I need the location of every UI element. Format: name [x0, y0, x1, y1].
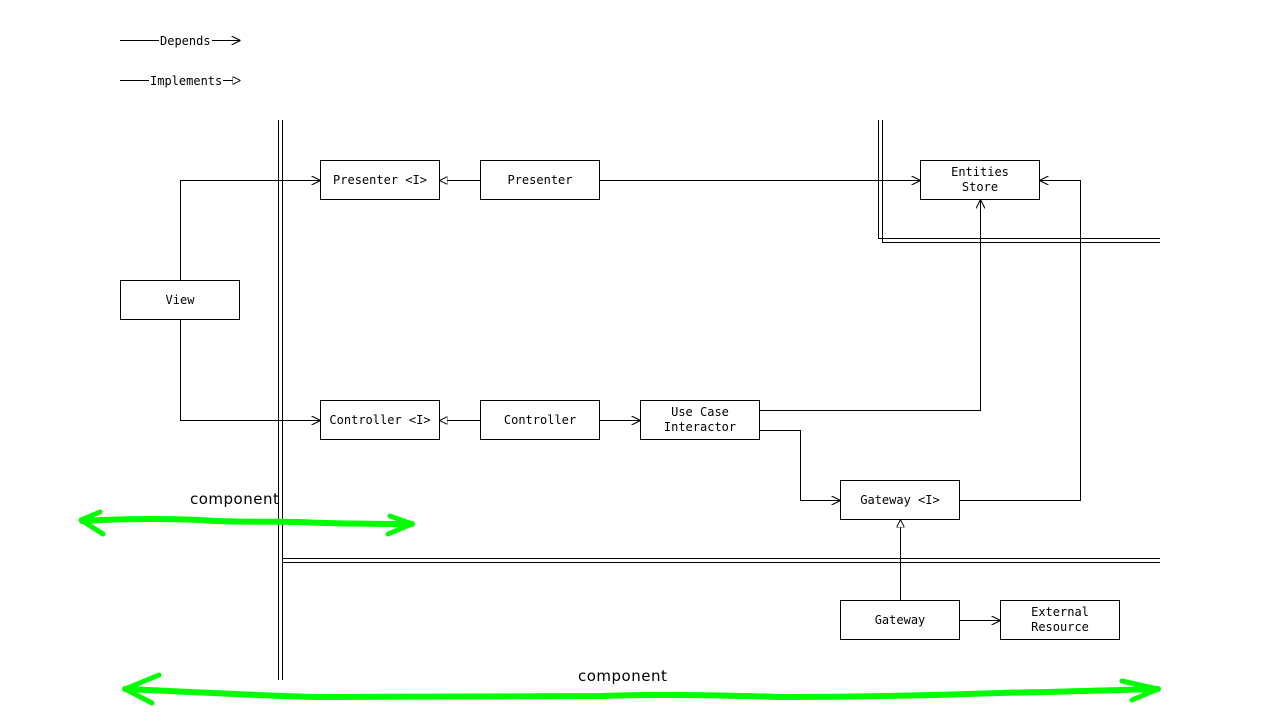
view-to-controller-interface-edge — [180, 320, 321, 421]
view-to-presenter-interface-edge — [180, 181, 321, 280]
controller-interface-node[interactable]: Controller <I> — [320, 400, 440, 440]
gateway-node[interactable]: Gateway — [840, 600, 960, 640]
component-arrow-small — [78, 509, 415, 537]
external-resource-node[interactable]: External Resource — [1000, 600, 1120, 640]
entities-store-node[interactable]: Entities Store — [920, 160, 1040, 200]
connectors — [180, 181, 1081, 621]
legend-depends-label: Depends — [159, 34, 212, 48]
gateway-interface-node[interactable]: Gateway <I> — [840, 480, 960, 520]
view-node[interactable]: View — [120, 280, 240, 320]
presenter-node[interactable]: Presenter — [480, 160, 600, 200]
component-label-small: component — [190, 490, 280, 508]
interactor-to-entities-edge — [760, 200, 981, 411]
component-label-large: component — [578, 667, 668, 685]
gateway-interface-to-entities-edge — [960, 181, 1081, 501]
left-boundary-line — [278, 120, 283, 680]
top-right-boundary-line — [878, 120, 1160, 243]
interactor-to-gateway-interface-edge — [760, 430, 840, 501]
controller-node[interactable]: Controller — [480, 400, 600, 440]
component-arrow-large — [122, 672, 1161, 706]
bottom-boundary-line — [282, 558, 1160, 563]
use-case-interactor-node[interactable]: Use Case Interactor — [640, 400, 760, 440]
legend-implements-label: Implements — [149, 74, 224, 88]
presenter-interface-node[interactable]: Presenter <I> — [320, 160, 440, 200]
